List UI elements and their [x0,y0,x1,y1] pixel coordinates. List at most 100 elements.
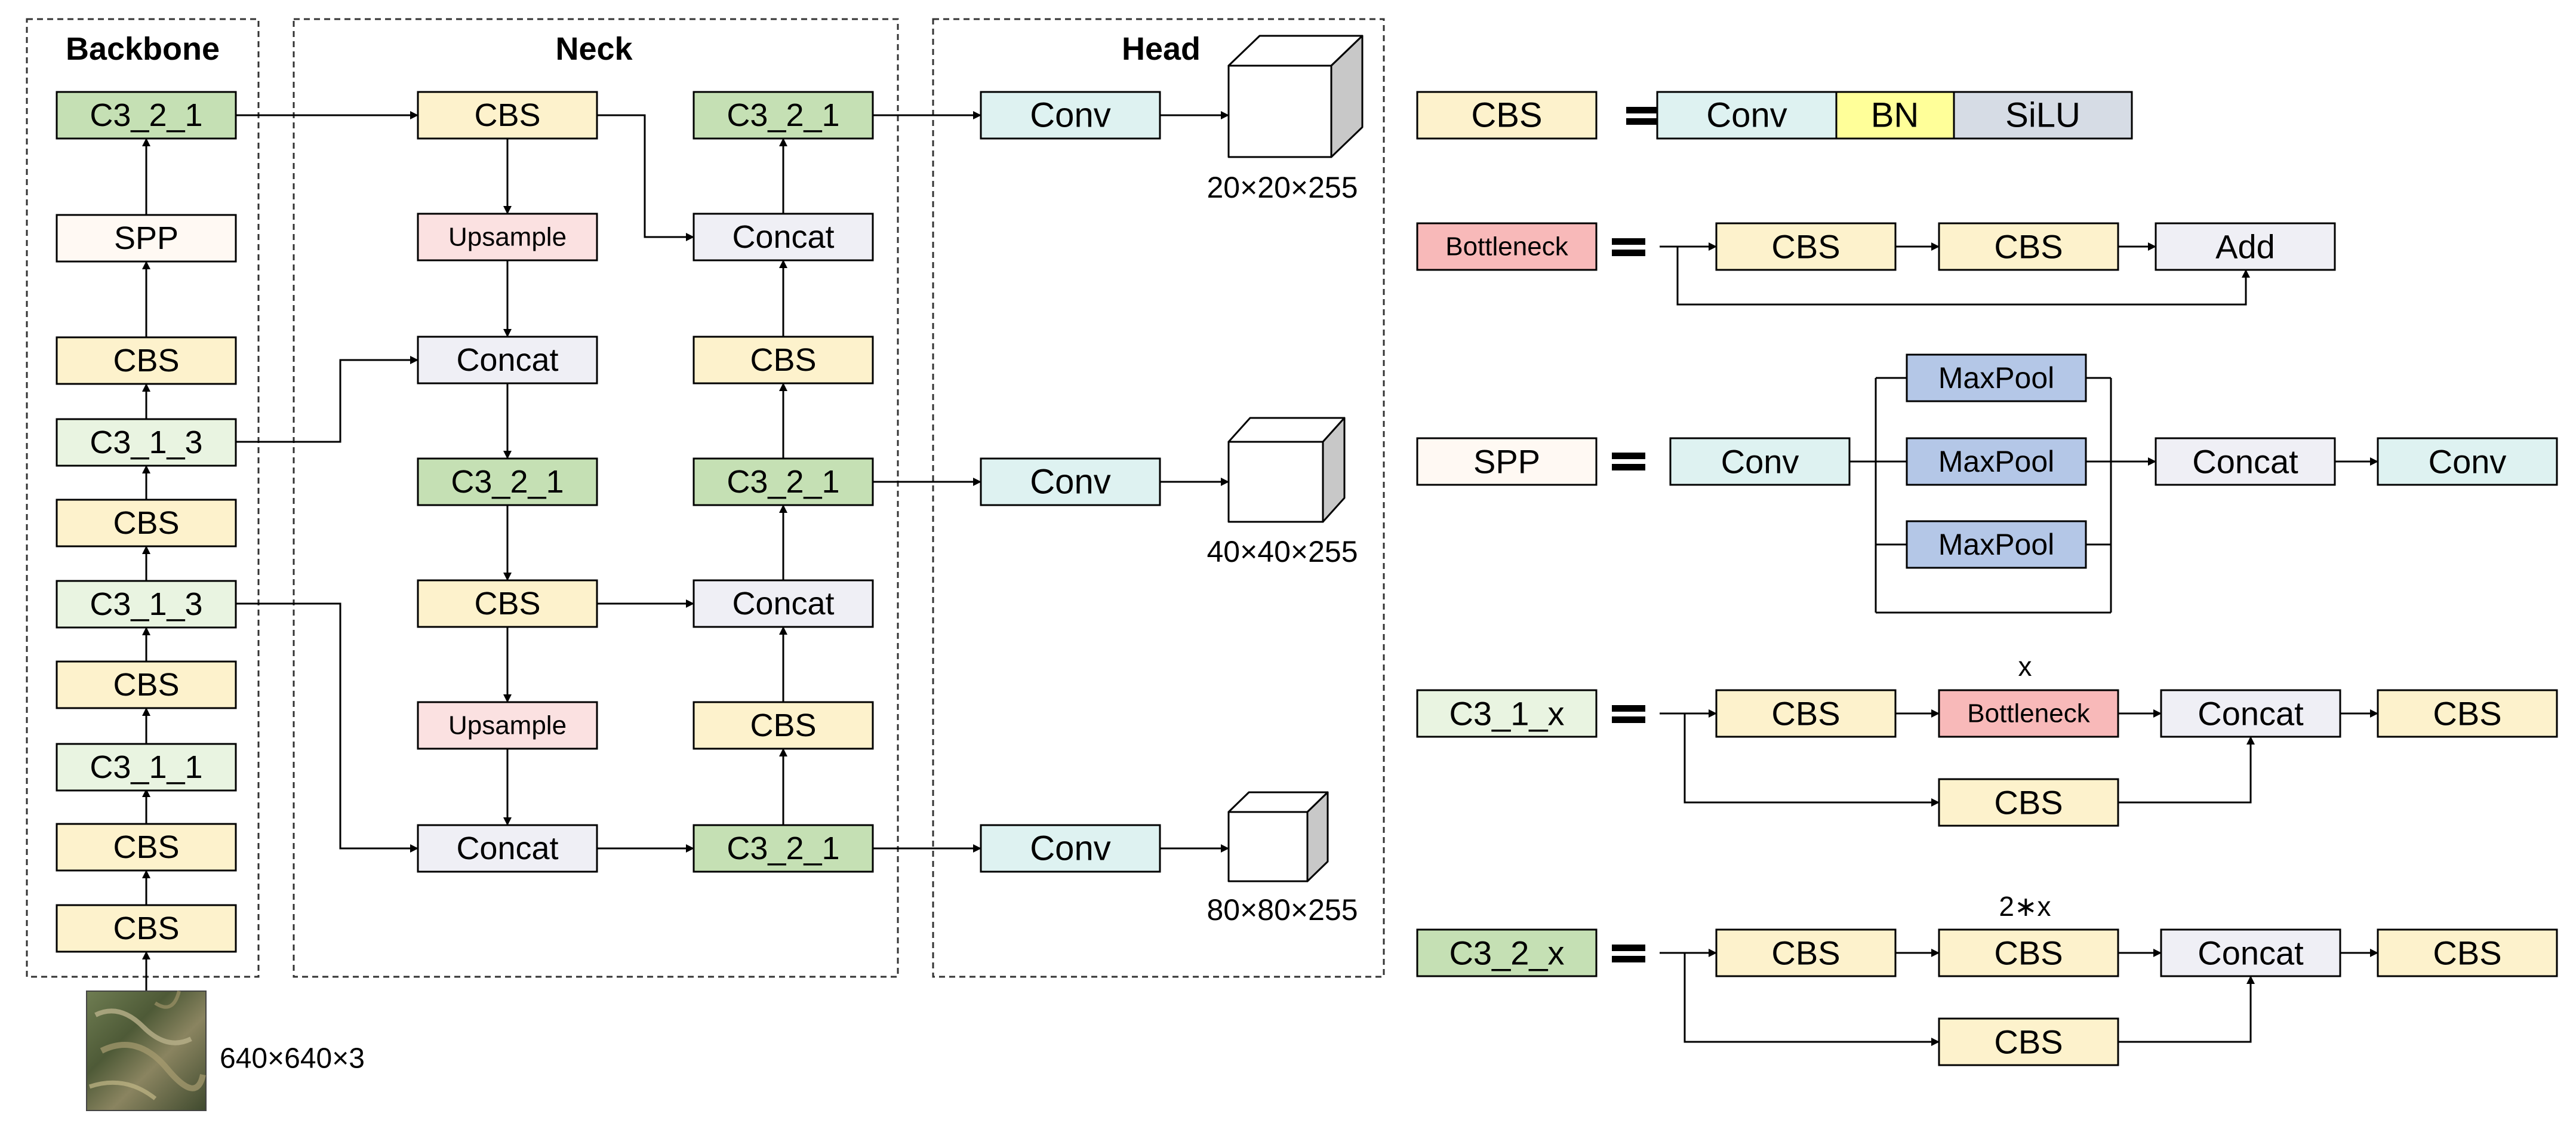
neck-concat-block-2 [417,824,598,873]
output-cube-large [1227,35,1364,158]
neck-c3-2-1-label-top: C3_2_1 [727,97,839,133]
legend-spp-conv-label-1: Conv [1721,443,1799,481]
legend-spp-label: SPP [1473,443,1540,481]
legend-cbs [1416,91,2133,140]
legend-bottleneck-cbs-label-2: CBS [1994,228,2063,266]
legend-c3-2-x-label: C3_2_x [1449,934,1564,972]
head-conv-label-2: Conv [1030,463,1110,502]
backbone-spp-label: SPP [114,220,178,256]
backbone-c3-1-1-block [56,743,237,792]
input-size-label: 640×640×3 [220,1043,365,1075]
backbone-c3-1-1-label: C3_1_1 [90,749,202,785]
neck-cbs-block-4 [693,701,874,750]
backbone-cbs-block-4 [56,499,237,547]
legend-c3-2-x-repeat-note: 2∗x [1999,891,2051,922]
neck-c3-2-1-block-bottom [693,824,874,873]
output-cube-medium [1227,417,1346,523]
neck-blocks [417,91,874,873]
backbone-cbs-block-3 [56,660,237,709]
legend-bottleneck [1416,222,2336,271]
legend-spp-maxpool-label-2: MaxPool [1938,445,2055,478]
legend-cbs-label: CBS [1471,96,1542,135]
legend-c3-2-x-cbs-label-2: CBS [1994,934,2063,972]
neck-cbs-label-1: CBS [474,97,540,133]
head-blocks [980,91,1161,873]
backbone-cbs-label-2: CBS [113,829,179,865]
legend-c3-1-x-repeat-note: x [2018,651,2032,682]
backbone-blocks [56,91,237,953]
backbone-c3-1-3-label-2: C3_1_3 [90,424,202,460]
neck-cbs-label-3: CBS [750,342,816,378]
output-cube-small [1227,791,1329,882]
neck-upsample-label-2: Upsample [448,711,567,740]
backbone-c3-2-1-label: C3_2_1 [90,97,202,133]
backbone-cbs-label-4: CBS [113,505,179,541]
neck-c3-2-1-block-top [693,91,874,140]
backbone-cbs-block-5 [56,336,237,385]
neck-cbs-label-4: CBS [750,708,816,743]
legend-spp-concat-label: Concat [2192,443,2298,481]
legend-c3-1-x-cbs-label-1: CBS [1771,695,1840,733]
legend-c3-2-x-concat-label: Concat [2198,934,2304,972]
section-frames [26,18,1385,978]
neck-concat-label-top: Concat [732,219,834,255]
backbone-c3-1-3-block-2 [56,418,237,467]
legend-c3-1-x-concat-label: Concat [2198,695,2304,733]
neck-cbs-block-3 [693,336,874,384]
legend-spp-maxpool-label-3: MaxPool [1938,528,2055,561]
legend-c3-2-x-cbs-label-3: CBS [2433,934,2501,972]
neck-cbs-block-1 [417,91,598,140]
legend-spp-conv-label-2: Conv [2429,443,2507,481]
output-size-label-1: 20×20×255 [1207,171,1358,204]
legend-cbs-bn-label: BN [1871,96,1919,135]
neck-c3-2-1-block-1 [417,457,598,506]
neck-cbs-block-2 [417,579,598,628]
neck-c3-2-1-block-mid [693,457,874,506]
neck-title: Neck [555,31,633,67]
head-frame [932,18,1385,978]
backbone-title: Backbone [66,31,220,67]
neck-cbs-label-2: CBS [474,586,540,622]
backbone-c3-1-3-label-1: C3_1_3 [90,586,202,622]
legend-spp-maxpool-label-1: MaxPool [1938,361,2055,395]
legend-c3-2-x-cbs-label-4: CBS [1994,1023,2063,1061]
legend-c3-1-x [1416,689,2558,827]
head-conv-block-1 [980,91,1161,140]
neck-c3-2-1-label-mid: C3_2_1 [727,464,839,500]
backbone-c3-1-3-block-1 [56,580,237,629]
legend-c3-1-x-cbs-label-2: CBS [2433,695,2501,733]
legend-cbs-conv-label: Conv [1706,96,1787,135]
connectors [142,111,2378,1046]
input-image [86,991,207,1111]
legend-c3-2-x-cbs-label-1: CBS [1771,934,1840,972]
backbone-spp-block [56,214,237,263]
neck-concat-label-mid: Concat [732,586,834,622]
neck-concat-label-2: Concat [456,830,558,866]
head-conv-label-1: Conv [1030,96,1110,135]
neck-concat-block-top [693,213,874,262]
output-size-label-3: 80×80×255 [1207,893,1358,927]
backbone-frame [26,18,260,978]
legend-c3-1-x-label: C3_1_x [1449,695,1564,733]
neck-upsample-block-2 [417,701,598,750]
backbone-cbs-label-5: CBS [113,343,179,379]
backbone-cbs-block-1 [56,904,237,953]
neck-concat-label-1: Concat [456,342,558,378]
backbone-cbs-label-1: CBS [113,910,179,946]
neck-upsample-block-1 [417,213,598,262]
legend-c3-1-x-bottleneck-label: Bottleneck [1967,699,2090,728]
neck-c3-2-1-label-1: C3_2_1 [451,464,564,500]
legend-c3-2-x [1416,928,2558,1066]
neck-concat-block-mid [693,579,874,628]
head-title: Head [1122,31,1201,67]
neck-concat-block-1 [417,336,598,384]
head-conv-label-3: Conv [1030,829,1110,868]
backbone-c3-2-1-block [56,91,237,140]
legend-bottleneck-cbs-label-1: CBS [1771,228,1840,266]
legend-cbs-silu-label: SiLU [2005,96,2081,135]
legend-bottleneck-add-label: Add [2215,228,2275,266]
backbone-cbs-block-2 [56,823,237,872]
backbone-cbs-label-3: CBS [113,667,179,703]
head-conv-block-2 [980,457,1161,506]
